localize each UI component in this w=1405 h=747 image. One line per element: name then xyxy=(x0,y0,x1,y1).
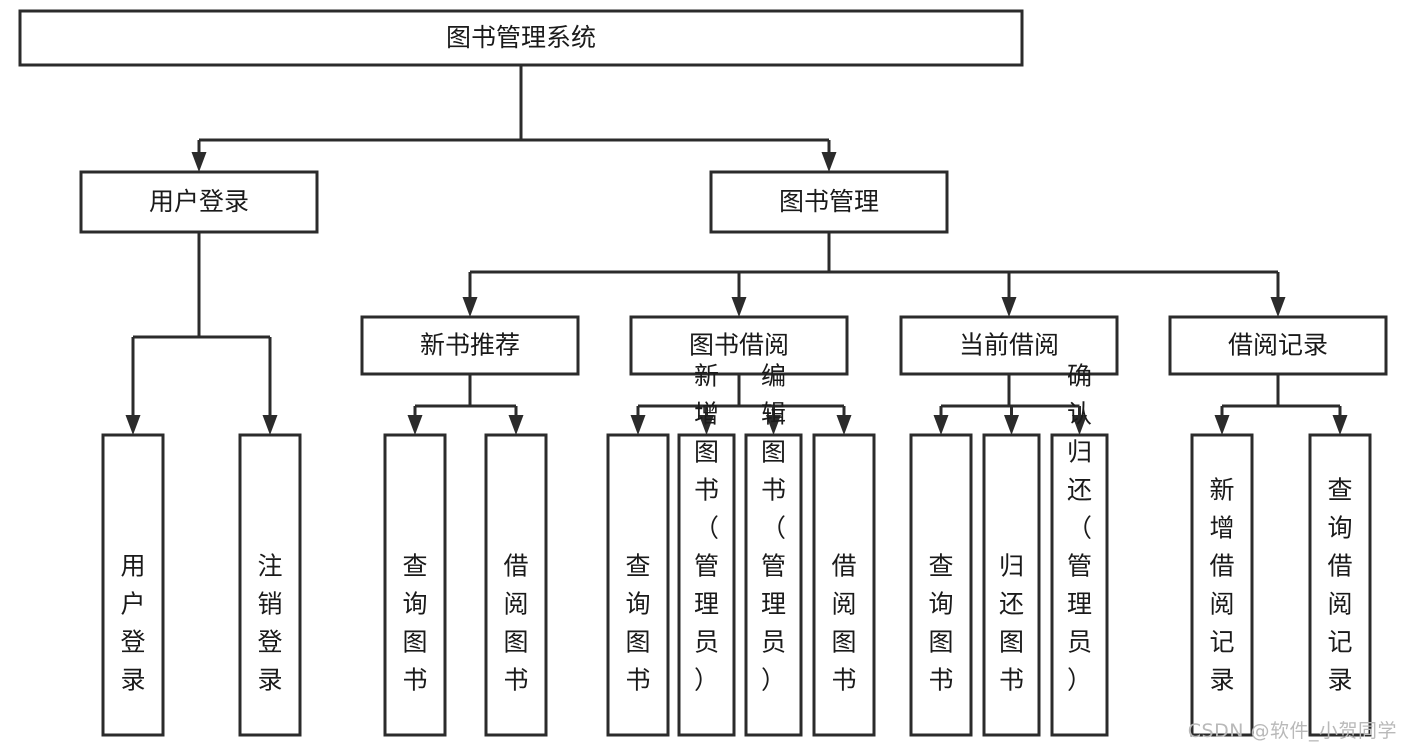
node-box xyxy=(982,433,1041,737)
node-label: 图书借阅 xyxy=(689,331,789,360)
node-leaf-borrow-book-1[interactable]: 借阅图书 xyxy=(484,433,548,737)
connector-arrowhead xyxy=(630,415,646,435)
node-book-manage[interactable]: 图书管理 xyxy=(709,170,949,234)
connector-layer xyxy=(125,65,1348,435)
connector-arrowhead xyxy=(191,152,207,172)
connector-arrowhead xyxy=(1214,415,1230,435)
node-label: 借阅图书 xyxy=(503,552,528,695)
node-leaf-user-login[interactable]: 用户登录 xyxy=(101,433,165,737)
node-leaf-add-record[interactable]: 新增借阅记录 xyxy=(1190,433,1254,737)
node-label: 注销登录 xyxy=(257,552,282,695)
node-box xyxy=(18,9,1024,67)
node-layer: 图书管理系统用户登录图书管理新书推荐图书借阅当前借阅借阅记录用户登录注销登录查询… xyxy=(18,9,1388,737)
node-label: 借阅记录 xyxy=(1228,331,1328,360)
node-leaf-query-book-3[interactable]: 查询图书 xyxy=(909,433,973,737)
node-label: 图书管理 xyxy=(779,187,879,216)
node-box xyxy=(1168,315,1388,376)
node-box xyxy=(238,433,302,737)
connector-arrowhead xyxy=(1072,415,1087,435)
node-borrow-record[interactable]: 借阅记录 xyxy=(1168,315,1388,376)
connector-arrowhead xyxy=(1001,297,1017,317)
node-new-book-rec[interactable]: 新书推荐 xyxy=(360,315,580,376)
connector-arrowhead xyxy=(821,152,837,172)
node-label: 查询借阅记录 xyxy=(1327,476,1352,695)
connector-arrowhead xyxy=(1332,415,1348,435)
node-leaf-return-book[interactable]: 归还图书 xyxy=(982,433,1041,737)
connector-arrowhead xyxy=(407,415,423,435)
node-label: 借阅图书 xyxy=(831,552,856,695)
node-label: 新增图书（管理员） xyxy=(694,362,719,695)
node-box xyxy=(744,433,803,737)
node-box xyxy=(383,433,447,737)
node-label: 用户登录 xyxy=(149,187,249,216)
node-box xyxy=(1308,433,1372,737)
node-label: 查询图书 xyxy=(625,552,650,695)
node-current-borrow[interactable]: 当前借阅 xyxy=(899,315,1119,376)
node-label: 确认归还（管理员） xyxy=(1067,362,1092,695)
node-leaf-confirm-return[interactable]: 确认归还（管理员） xyxy=(1050,362,1109,737)
node-box xyxy=(1050,433,1109,737)
connector-arrowhead xyxy=(933,415,949,435)
node-label: 编辑图书（管理员） xyxy=(761,362,786,695)
node-leaf-logout[interactable]: 注销登录 xyxy=(238,433,302,737)
node-box xyxy=(1190,433,1254,737)
connector-arrowhead xyxy=(508,415,524,435)
node-label: 归还图书 xyxy=(999,552,1024,695)
node-label: 当前借阅 xyxy=(959,331,1059,360)
node-box xyxy=(360,315,580,376)
connector-arrowhead xyxy=(699,415,714,435)
node-box xyxy=(909,433,973,737)
node-box xyxy=(101,433,165,737)
node-root[interactable]: 图书管理系统 xyxy=(18,9,1024,67)
node-box xyxy=(484,433,548,737)
connector-arrowhead xyxy=(125,415,141,435)
node-box xyxy=(606,433,670,737)
node-label: 查询图书 xyxy=(402,552,427,695)
connector-arrowhead xyxy=(836,415,852,435)
node-leaf-edit-book[interactable]: 编辑图书（管理员） xyxy=(744,362,803,737)
node-box xyxy=(629,315,849,376)
node-label: 用户登录 xyxy=(120,552,145,695)
connector-arrowhead xyxy=(262,415,278,435)
node-leaf-add-book[interactable]: 新增图书（管理员） xyxy=(677,362,736,737)
connector-arrowhead xyxy=(462,297,478,317)
node-box xyxy=(677,433,736,737)
node-book-borrow[interactable]: 图书借阅 xyxy=(629,315,849,376)
node-leaf-query-book-1[interactable]: 查询图书 xyxy=(383,433,447,737)
connector-arrowhead xyxy=(1270,297,1286,317)
connector-arrowhead xyxy=(1004,415,1019,435)
node-box xyxy=(812,433,876,737)
node-user-login[interactable]: 用户登录 xyxy=(79,170,319,234)
node-leaf-query-book-2[interactable]: 查询图书 xyxy=(606,433,670,737)
node-label: 图书管理系统 xyxy=(446,23,596,52)
node-label: 新增借阅记录 xyxy=(1209,476,1234,695)
node-label: 新书推荐 xyxy=(420,331,520,360)
node-box xyxy=(899,315,1119,376)
node-leaf-borrow-book-2[interactable]: 借阅图书 xyxy=(812,433,876,737)
node-box xyxy=(79,170,319,234)
connector-arrowhead xyxy=(766,415,781,435)
node-leaf-query-record[interactable]: 查询借阅记录 xyxy=(1308,433,1372,737)
node-box xyxy=(709,170,949,234)
node-label: 查询图书 xyxy=(928,552,953,695)
connector-arrowhead xyxy=(731,297,747,317)
